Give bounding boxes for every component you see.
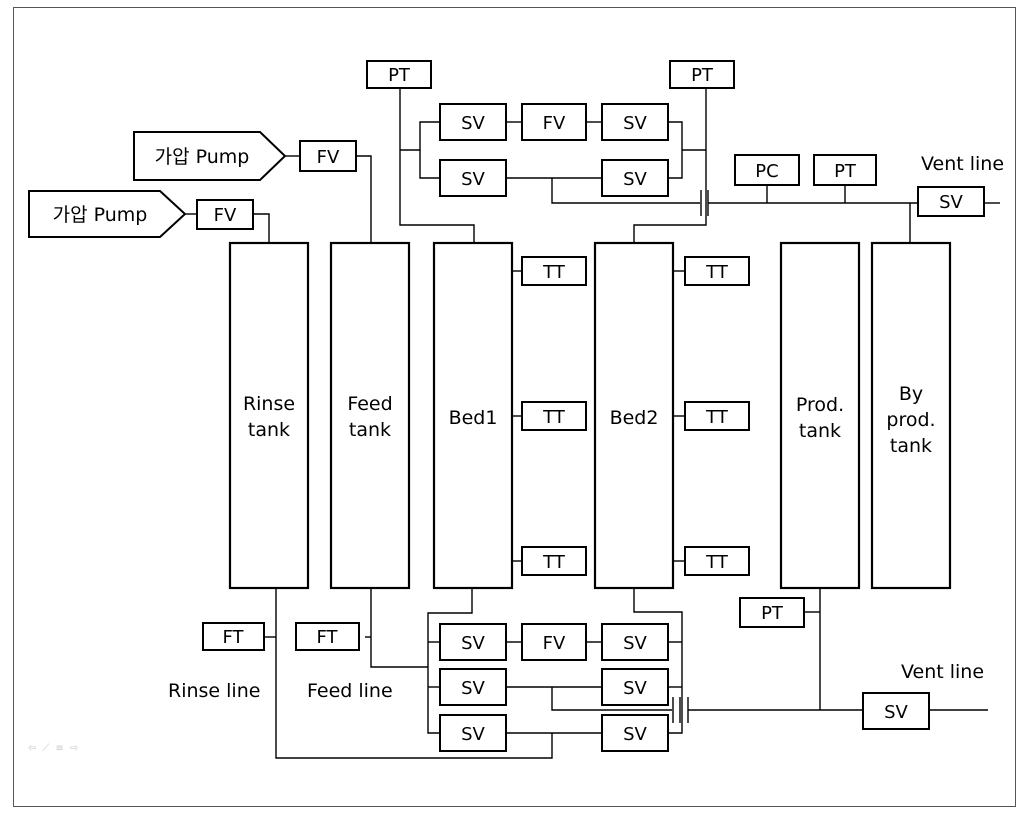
tt-bed2-mid: TT bbox=[684, 401, 750, 431]
diagram-frame bbox=[13, 7, 1016, 807]
svg-text:FV: FV bbox=[543, 113, 566, 134]
pump-2: 가압 Pump bbox=[28, 190, 187, 238]
svg-text:SV: SV bbox=[461, 724, 485, 745]
svg-text:tank: tank bbox=[890, 435, 932, 457]
tt-bed1-top: TT bbox=[521, 256, 587, 286]
svg-text:SV: SV bbox=[461, 633, 485, 654]
svg-text:SV: SV bbox=[461, 169, 485, 190]
svg-text:가압 Pump: 가압 Pump bbox=[53, 204, 148, 226]
svg-text:SV: SV bbox=[884, 702, 908, 723]
feed-line-label: Feed line bbox=[307, 680, 393, 702]
ft-feed: FT bbox=[295, 622, 360, 651]
svg-text:SV: SV bbox=[461, 678, 485, 699]
svg-text:Rinse: Rinse bbox=[243, 393, 295, 415]
svg-text:SV: SV bbox=[623, 724, 647, 745]
pipe-top-bank-left bbox=[400, 121, 440, 151]
pipe-pt-bed1 bbox=[399, 88, 475, 243]
svg-text:TT: TT bbox=[705, 407, 729, 428]
svg-text:TT: TT bbox=[542, 407, 566, 428]
ft-rinse: FT bbox=[202, 622, 265, 651]
svg-text:SV: SV bbox=[623, 633, 647, 654]
svg-text:FT: FT bbox=[222, 627, 244, 648]
svg-text:SV: SV bbox=[623, 169, 647, 190]
vent-line-bottom-label: Vent line bbox=[901, 661, 984, 683]
tt-bed1-bot: TT bbox=[521, 546, 587, 576]
bed2: Bed2 bbox=[593, 241, 675, 590]
fv-top-bank: FV bbox=[521, 103, 587, 141]
svg-text:PT: PT bbox=[761, 603, 784, 624]
pipe-pt-bed2 bbox=[633, 88, 707, 243]
svg-text:TT: TT bbox=[705, 262, 729, 283]
piping bbox=[185, 88, 1000, 759]
svg-text:PT: PT bbox=[388, 65, 411, 86]
sv-bot-2: SV bbox=[601, 623, 669, 661]
slide-nav: ⇦⟋≡⇨ bbox=[28, 743, 84, 754]
menu-icon[interactable]: ≡ bbox=[55, 743, 70, 754]
svg-text:Prod.: Prod. bbox=[796, 394, 844, 416]
svg-text:SV: SV bbox=[623, 678, 647, 699]
svg-text:TT: TT bbox=[542, 552, 566, 573]
svg-text:TT: TT bbox=[705, 552, 729, 573]
sv-vent-bottom: SV bbox=[862, 692, 930, 730]
fv-pump1: FV bbox=[299, 140, 357, 172]
rinse-line-label: Rinse line bbox=[168, 680, 260, 702]
svg-text:FT: FT bbox=[316, 627, 338, 648]
rinse-tank: Rinse tank bbox=[228, 241, 310, 590]
fv-bottom-bank: FV bbox=[521, 623, 587, 661]
sv-top-1: SV bbox=[439, 103, 507, 141]
svg-text:PT: PT bbox=[834, 161, 857, 182]
sv-bot-4: SV bbox=[601, 668, 669, 706]
svg-text:Bed1: Bed1 bbox=[449, 407, 498, 429]
byprod-tank: By prod. tank bbox=[870, 241, 952, 590]
pump-1: 가압 Pump bbox=[133, 131, 287, 181]
svg-text:Feed: Feed bbox=[347, 393, 392, 415]
sv-bot-5: SV bbox=[439, 714, 507, 752]
tt-bed2-top: TT bbox=[684, 256, 750, 286]
prod-tank: Prod. tank bbox=[779, 241, 861, 590]
pt-vent: PT bbox=[813, 154, 877, 186]
tt-bed2-bot: TT bbox=[684, 546, 750, 576]
bed1: Bed1 bbox=[432, 241, 514, 590]
svg-text:tank: tank bbox=[248, 419, 290, 441]
sv-top-4: SV bbox=[601, 159, 669, 197]
sv-bot-3: SV bbox=[439, 668, 507, 706]
sv-bot-1: SV bbox=[439, 623, 507, 661]
svg-text:가압 Pump: 가압 Pump bbox=[155, 146, 250, 168]
pt-top-left: PT bbox=[366, 60, 432, 89]
svg-text:prod.: prod. bbox=[886, 409, 935, 431]
svg-text:SV: SV bbox=[623, 113, 647, 134]
vent-line-top-label: Vent line bbox=[921, 153, 1004, 175]
svg-text:SV: SV bbox=[461, 113, 485, 134]
arrow-left-icon[interactable]: ⇦ bbox=[28, 743, 43, 754]
feed-tank: Feed tank bbox=[329, 241, 411, 590]
arrow-right-icon[interactable]: ⇨ bbox=[69, 743, 85, 754]
pt-top-right: PT bbox=[669, 60, 735, 89]
pipe-feed-line bbox=[370, 588, 428, 668]
svg-text:TT: TT bbox=[542, 262, 566, 283]
svg-text:By: By bbox=[899, 383, 923, 405]
fv-pump2: FV bbox=[196, 199, 254, 230]
svg-text:SV: SV bbox=[939, 192, 963, 213]
svg-text:tank: tank bbox=[799, 420, 841, 442]
pt-prod: PT bbox=[739, 597, 805, 628]
tt-bed1-mid: TT bbox=[521, 401, 587, 431]
svg-text:FV: FV bbox=[317, 147, 340, 168]
svg-text:PT: PT bbox=[691, 65, 714, 86]
pc-vent: PC bbox=[734, 154, 800, 186]
sv-top-2: SV bbox=[601, 103, 669, 141]
sv-top-3: SV bbox=[439, 159, 507, 197]
svg-text:FV: FV bbox=[214, 205, 237, 226]
svg-text:PC: PC bbox=[755, 161, 778, 182]
sv-vent-top: SV bbox=[917, 186, 985, 217]
pen-icon[interactable]: ⟋ bbox=[42, 743, 56, 754]
sv-bot-6: SV bbox=[601, 714, 669, 752]
svg-text:tank: tank bbox=[349, 419, 391, 441]
pipe-rinse-line bbox=[275, 588, 553, 759]
svg-text:FV: FV bbox=[543, 633, 566, 654]
svg-text:Bed2: Bed2 bbox=[610, 407, 659, 429]
